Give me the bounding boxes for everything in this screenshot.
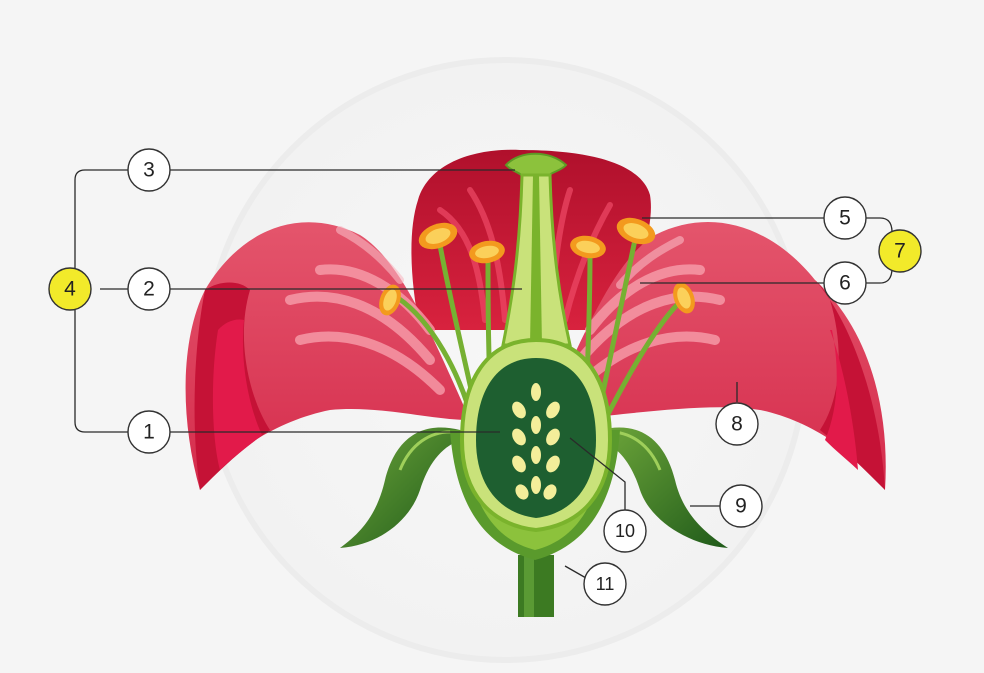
label-7-text: 7 [894,240,906,263]
label-10-text: 10 [615,521,635,541]
label-4-badge: 4 [49,268,91,310]
label-5-text: 5 [839,207,851,230]
label-9-text: 9 [735,495,747,518]
label-1-text: 1 [143,421,155,444]
label-1-badge: 1 [128,411,170,453]
label-8-text: 8 [731,413,743,436]
label-7-badge: 7 [879,230,921,272]
stalk [518,555,554,617]
label-3-badge: 3 [128,149,170,191]
label-6-badge: 6 [824,262,866,304]
label-2-badge: 2 [128,268,170,310]
label-3-text: 3 [143,159,155,182]
label-5-badge: 5 [824,197,866,239]
label-10-badge: 10 [604,510,646,552]
label-6-text: 6 [839,272,851,295]
label-2-text: 2 [143,278,155,301]
label-11-badge: 11 [584,563,626,605]
label-8-badge: 8 [716,403,758,445]
label-11-text: 11 [596,574,615,594]
label-9-badge: 9 [720,485,762,527]
label-4-text: 4 [64,278,76,301]
